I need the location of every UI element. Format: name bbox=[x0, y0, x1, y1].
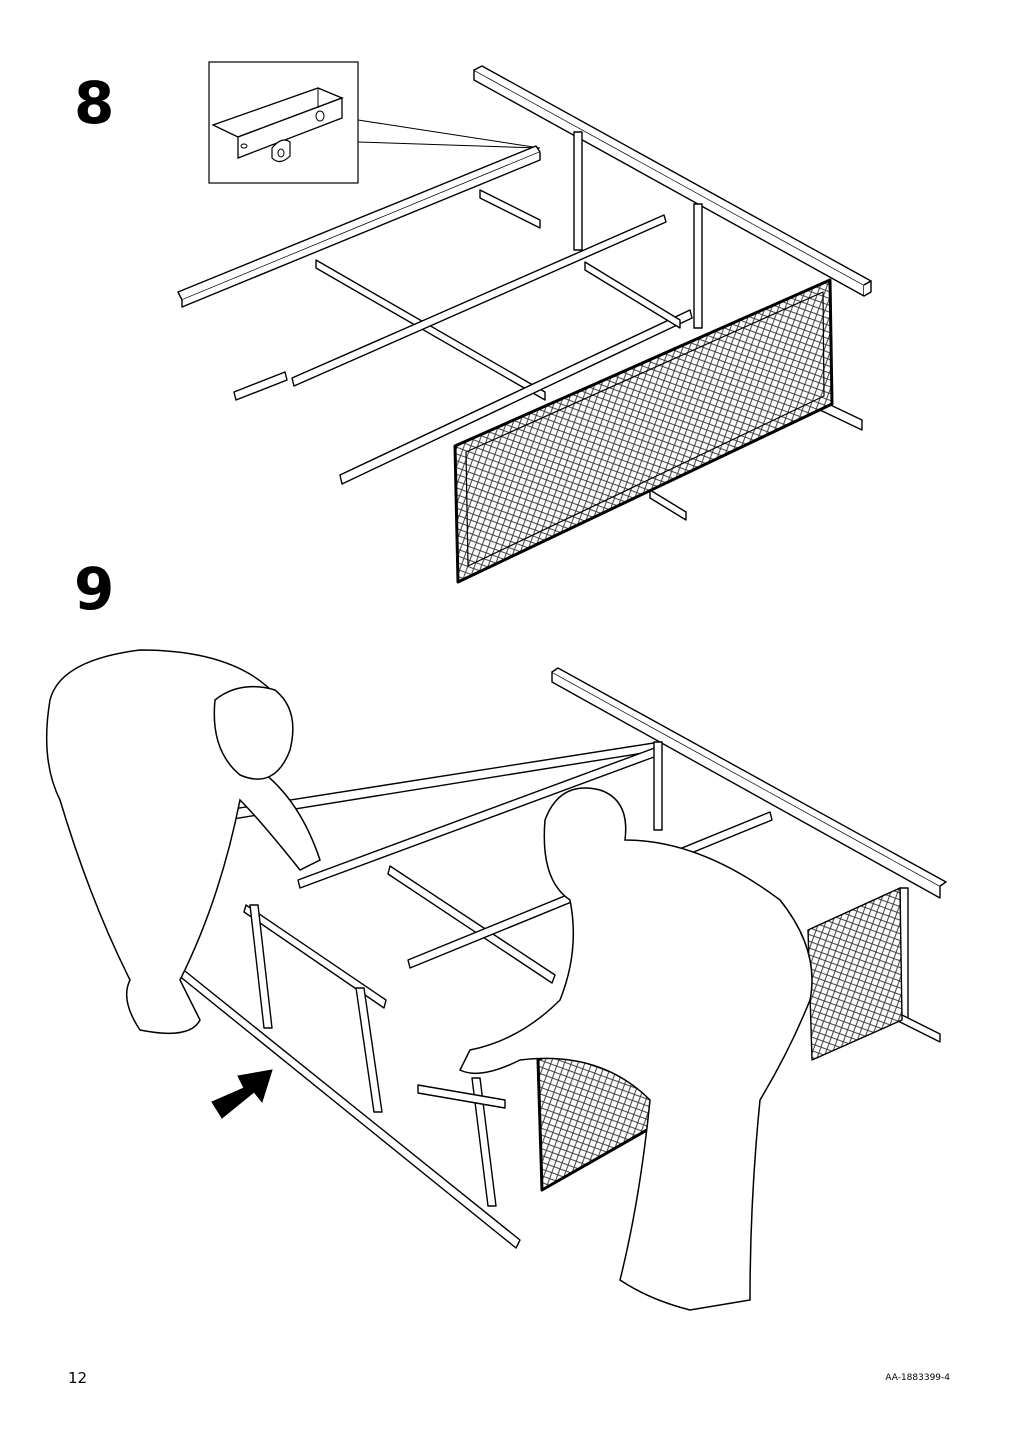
step-8-illustration bbox=[177, 61, 872, 584]
step-9-illustration bbox=[45, 649, 947, 1311]
step-number-9: 9 bbox=[74, 555, 114, 623]
detail-callout bbox=[208, 61, 541, 184]
person-right bbox=[458, 787, 813, 1311]
document-code: AA-1883399-4 bbox=[885, 1373, 950, 1383]
frame-parts bbox=[177, 65, 872, 584]
push-arrow-icon bbox=[211, 1069, 273, 1119]
person-left bbox=[45, 649, 321, 1035]
page-number: 12 bbox=[68, 1369, 88, 1387]
step-number-8: 8 bbox=[74, 69, 114, 137]
